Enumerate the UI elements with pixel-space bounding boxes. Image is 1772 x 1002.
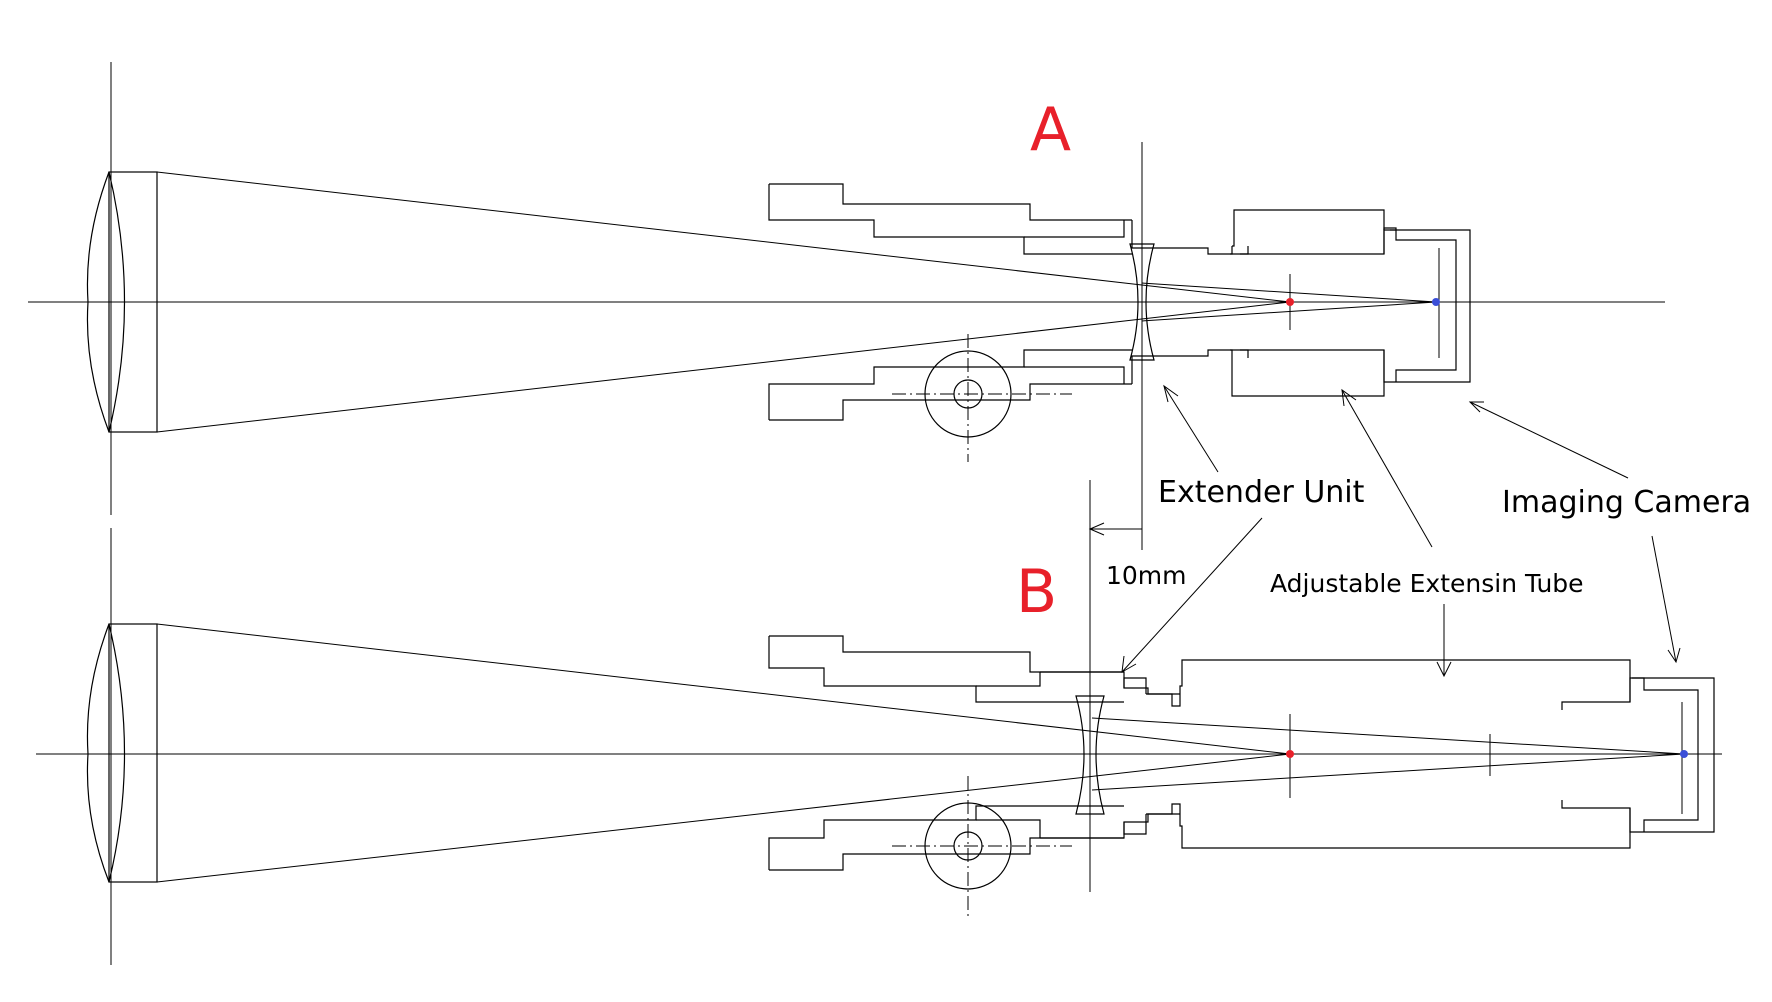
focal-point-a [1286,298,1294,306]
offset-dimension: 10mm [1088,522,1187,590]
extension-tube-a [1230,209,1385,397]
offset-label: 10mm [1106,561,1187,590]
camera-point-a [1432,298,1440,306]
imaging-camera-label: Imaging Camera [1502,485,1751,520]
config-a-diagram: A [28,62,1665,550]
focuser-knob-b [892,776,1072,920]
adjustable-tube-label: Adjustable Extensin Tube [1270,569,1584,598]
camera-point-b [1680,750,1688,758]
config-a-label: A [1030,95,1071,165]
extender-unit-b [1040,480,1180,892]
extender-unit-a [1129,142,1233,550]
config-b-diagram: B [36,480,1722,965]
imaging-camera-b [1629,677,1715,833]
extension-tube-b [1123,659,1631,849]
objective-lens-b [86,623,158,883]
extender-unit-label: Extender Unit [1158,475,1365,510]
objective-lens-a [86,171,158,433]
config-b-label: B [1016,557,1057,627]
callouts: Extender Unit Imaging Camera Adjustable … [1121,384,1751,678]
focuser-knob-a [892,334,1072,462]
focal-point-b [1286,750,1294,758]
